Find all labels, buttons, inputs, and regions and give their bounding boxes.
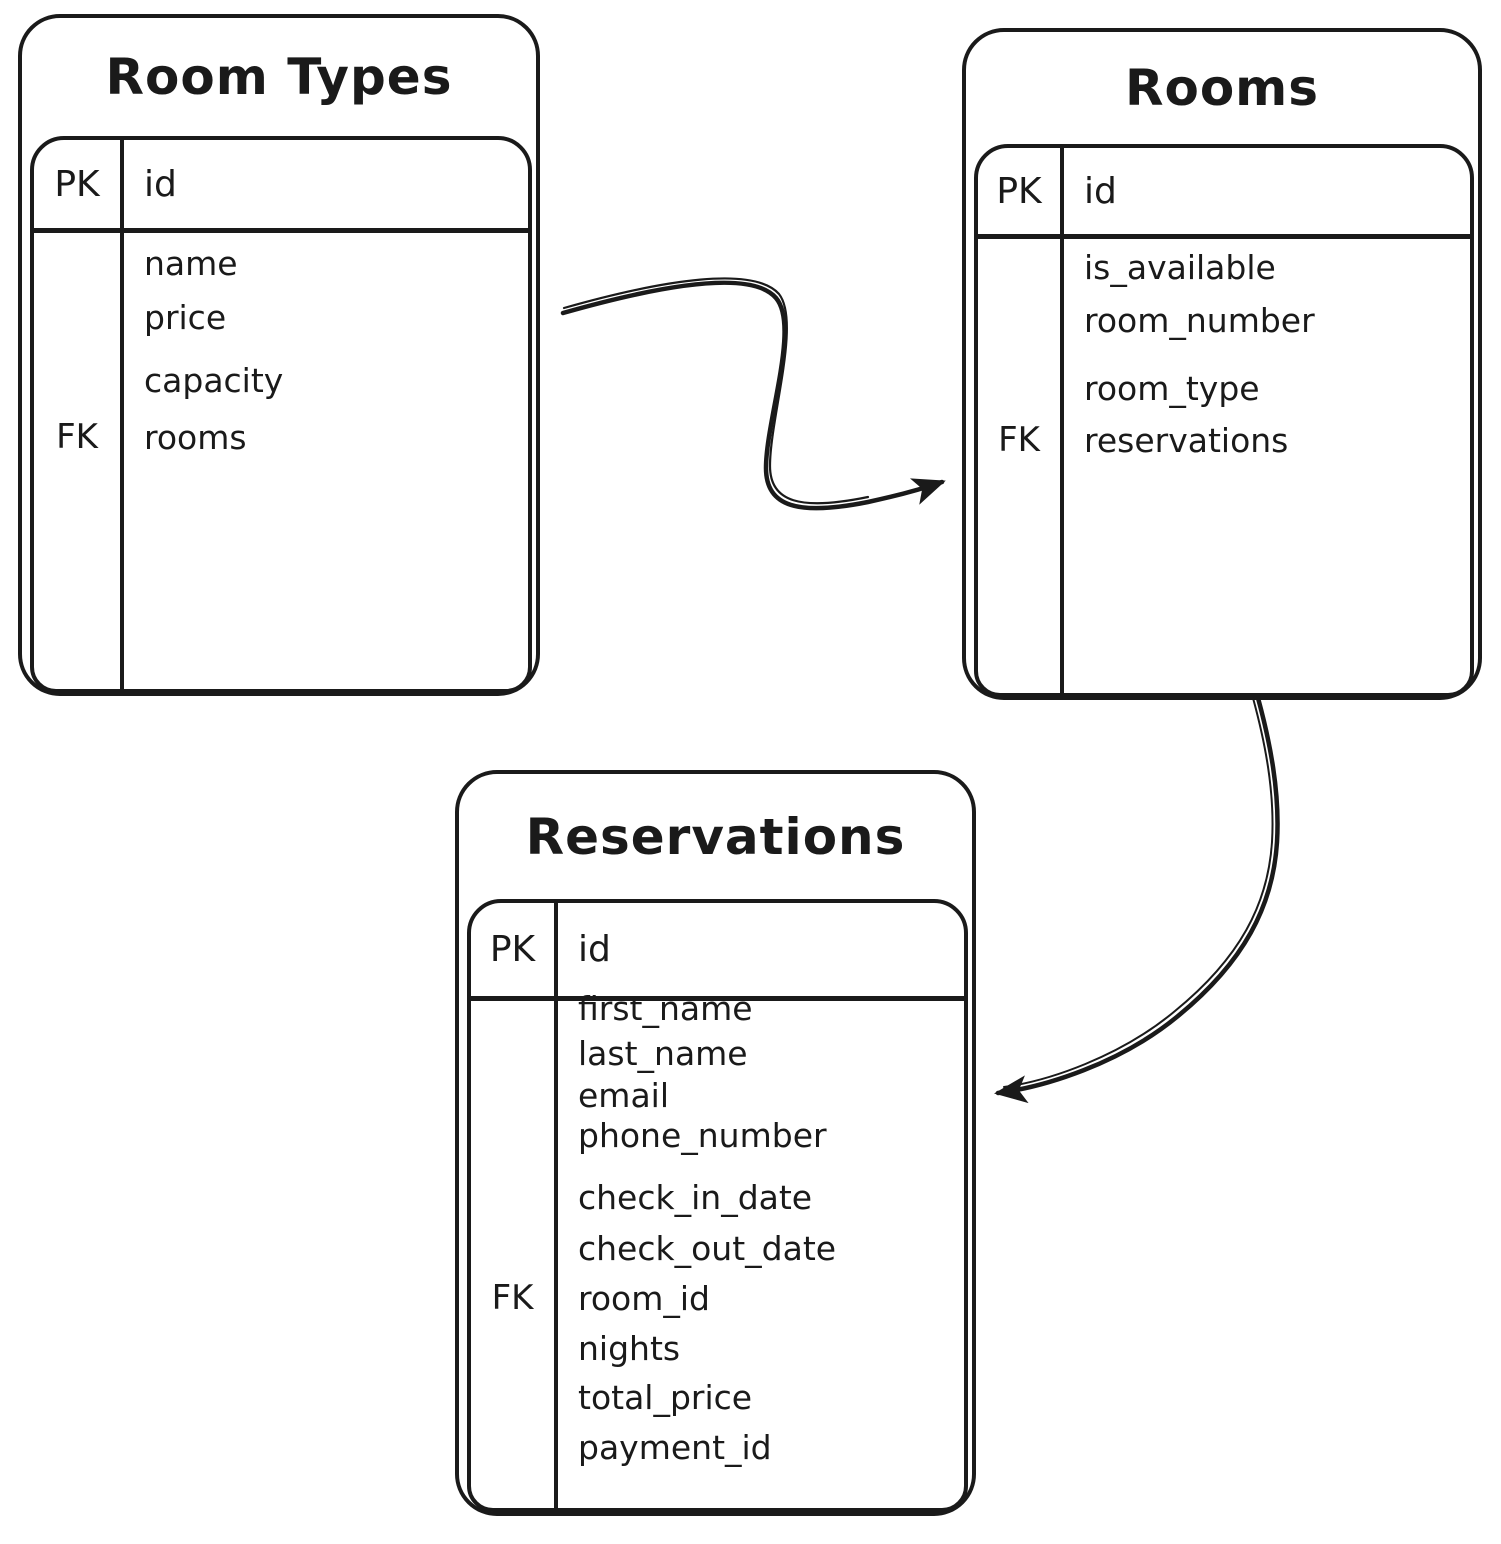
field-name: room_type [1084, 368, 1260, 408]
pk-field-name: id [144, 163, 177, 205]
field-name: name [144, 243, 238, 283]
table-row: total_price [471, 1377, 964, 1417]
fk-badge: FK [998, 420, 1040, 460]
table-row: check_out_date [471, 1228, 964, 1268]
table-reservations-pk-row: PK id [471, 903, 964, 1001]
field-name: total_price [578, 1377, 753, 1417]
field-name: rooms [144, 417, 247, 457]
table-row: capacity [34, 360, 528, 400]
table-row: payment_id [471, 1427, 964, 1467]
table-row: FK room_id [471, 1278, 964, 1318]
table-row: room_number [978, 300, 1470, 340]
table-row: FK reservations [978, 420, 1470, 460]
field-name: capacity [144, 360, 284, 400]
fk-badge: FK [56, 417, 98, 457]
field-name: phone_number [578, 1115, 827, 1155]
table-reservations-title: Reservations [525, 807, 906, 866]
field-name: check_in_date [578, 1177, 813, 1217]
field-name: room_id [578, 1278, 710, 1318]
table-room-types-pk-row: PK id [34, 140, 528, 233]
pk-badge: PK [996, 170, 1042, 212]
table-row: room_type [978, 368, 1470, 408]
table-row: nights [471, 1328, 964, 1368]
table-rooms[interactable]: Rooms PK id is_available room_number roo… [962, 28, 1482, 700]
field-name: email [578, 1075, 670, 1115]
table-rooms-title: Rooms [1124, 59, 1320, 117]
pk-badge: PK [54, 163, 100, 205]
table-row: is_available [978, 247, 1470, 287]
table-room-types-columns: PK id name price capacity FK rooms [30, 136, 532, 693]
table-reservations-columns: PK id first_name last_name email phone_n… [467, 899, 968, 1512]
pk-badge: PK [489, 929, 536, 970]
field-name: price [144, 297, 227, 337]
table-room-types-title: Room Types [105, 48, 453, 106]
field-name: room_number [1084, 300, 1315, 340]
table-rooms-pk-row: PK id [978, 148, 1470, 239]
field-name: last_name [578, 1033, 748, 1073]
table-row: check_in_date [471, 1177, 964, 1217]
field-name: is_available [1084, 247, 1276, 287]
table-row: FK rooms [34, 417, 528, 457]
field-name: nights [578, 1328, 681, 1368]
field-name: first_name [578, 988, 753, 1028]
key-column-divider [1060, 148, 1064, 693]
pk-field-name: id [578, 929, 611, 970]
table-room-types[interactable]: Room Types PK id name price capacity FK … [18, 14, 540, 696]
fk-badge: FK [491, 1278, 534, 1318]
field-name: payment_id [578, 1427, 772, 1467]
table-row: phone_number [471, 1115, 964, 1155]
table-rooms-columns: PK id is_available room_number room_type… [974, 144, 1474, 697]
arrow-room-types-to-rooms[interactable] [560, 277, 946, 511]
pk-field-name: id [1084, 170, 1117, 212]
arrow-rooms-to-reservations[interactable] [994, 695, 1280, 1104]
key-column-divider [120, 140, 124, 689]
table-row: email [471, 1075, 964, 1115]
key-column-divider [554, 903, 558, 1508]
table-row: last_name [471, 1033, 964, 1073]
table-row: price [34, 297, 528, 337]
field-name: reservations [1084, 420, 1289, 460]
table-row: name [34, 243, 528, 283]
table-reservations[interactable]: Reservations PK id first_name last_name … [455, 770, 976, 1516]
table-row: first_name [471, 988, 964, 1028]
field-name: check_out_date [578, 1228, 837, 1268]
